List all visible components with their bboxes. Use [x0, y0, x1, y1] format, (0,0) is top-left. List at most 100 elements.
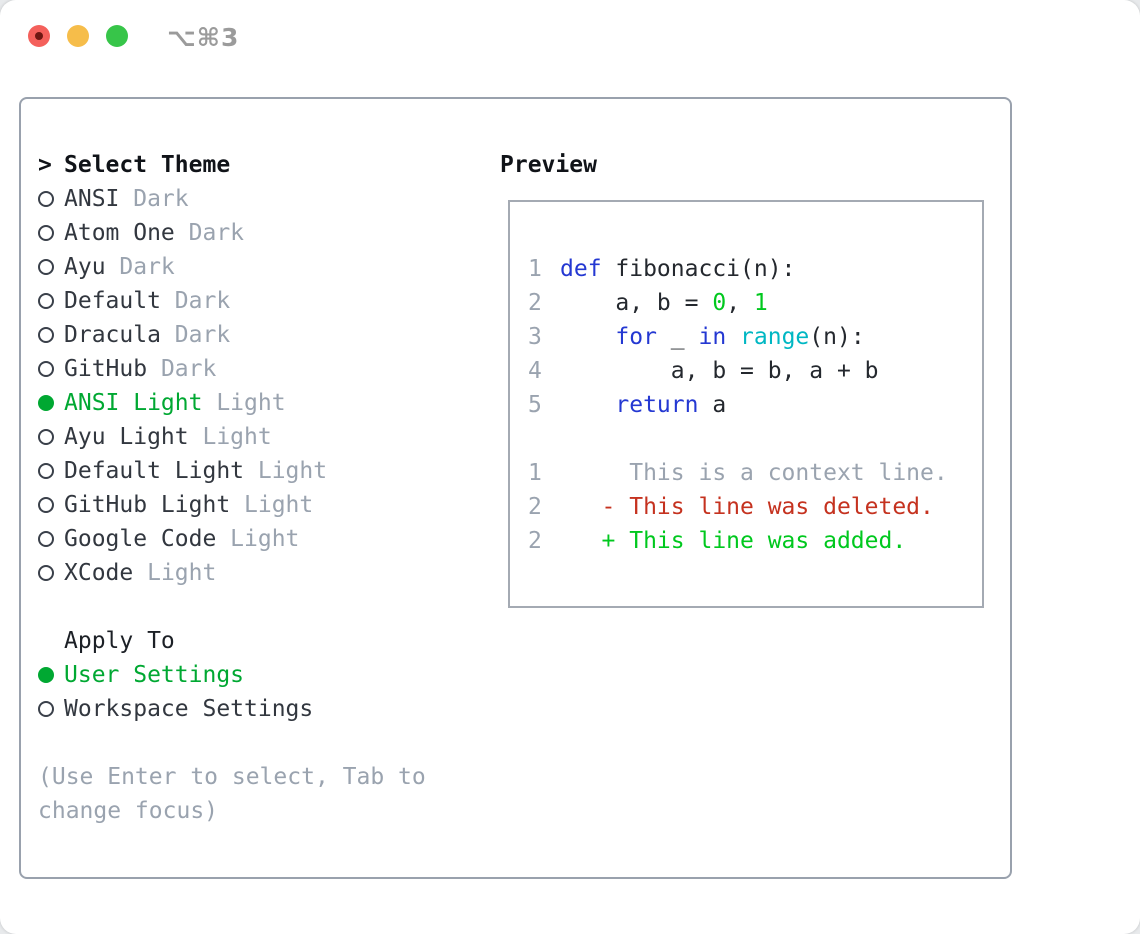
- variant-tag: Light: [230, 526, 300, 552]
- zoom-button[interactable]: [106, 25, 128, 47]
- code-token: def: [560, 256, 602, 282]
- option-label: Ayu: [64, 254, 106, 280]
- option-label: Google Code: [64, 526, 217, 552]
- code-token: 1: [753, 290, 768, 316]
- preview-line: 2 - This line was deleted.: [528, 490, 982, 524]
- theme-option-github-light[interactable]: GitHub Light Light: [38, 488, 498, 522]
- variant-tag: Light: [257, 458, 328, 484]
- option-label: Workspace Settings: [64, 696, 314, 722]
- line-number: 1: [528, 460, 542, 486]
- radio-icon: [38, 701, 54, 717]
- help-text: (Use Enter to select, Tab to change focu…: [38, 760, 498, 828]
- code-token: a, b = b, a + b: [560, 358, 879, 384]
- preview-line: 1 This is a context line.: [528, 456, 982, 490]
- theme-option-ayu[interactable]: Ayu Dark: [38, 250, 498, 284]
- variant-tag: Dark: [174, 322, 231, 348]
- code-token: a, b =: [560, 290, 713, 316]
- preview-line: 4 a, b = b, a + b: [528, 354, 982, 388]
- theme-option-xcode[interactable]: XCode Light: [38, 556, 498, 590]
- option-label: Default Light: [64, 458, 245, 484]
- line-number: 2: [528, 528, 542, 554]
- radio-icon: [38, 293, 54, 309]
- option-label: GitHub: [64, 356, 148, 382]
- preview-line: 2 a, b = 0, 1: [528, 286, 982, 320]
- radio-icon: [38, 497, 54, 513]
- variant-tag: Dark: [119, 254, 175, 280]
- titlebar: ⌥⌘3: [0, 0, 1140, 72]
- preview-line: 3 for _ in range(n):: [528, 320, 982, 354]
- radio-icon: [38, 327, 54, 343]
- preview-line: 5 return a: [528, 388, 982, 422]
- code-token: fibonacci(n):: [601, 256, 796, 282]
- code-token: (n):: [809, 324, 865, 350]
- code-token: This is a context line.: [560, 460, 948, 486]
- variant-tag: Dark: [174, 288, 231, 314]
- spacer: [38, 726, 498, 760]
- help-text-line: change focus): [38, 798, 219, 824]
- radio-icon: [38, 429, 54, 445]
- radio-icon: [38, 225, 54, 241]
- line-number: 3: [528, 324, 542, 350]
- theme-option-default[interactable]: Default Dark: [38, 284, 498, 318]
- select-theme-header: > Select Theme: [38, 148, 498, 182]
- code-token: - This line was deleted.: [560, 494, 934, 520]
- radio-icon: [38, 565, 54, 581]
- code-token: + This line was added.: [560, 528, 907, 554]
- line-number: 2: [528, 290, 542, 316]
- option-label: XCode: [64, 560, 134, 586]
- apply-to-header: Apply To: [38, 624, 498, 658]
- code-token: 0: [712, 290, 727, 316]
- code-token: [726, 324, 740, 350]
- record-dot-icon: [35, 32, 43, 40]
- variant-tag: Light: [244, 492, 314, 518]
- code-token: return: [615, 392, 699, 418]
- radio-icon: [38, 259, 54, 275]
- option-label: Default: [64, 288, 161, 314]
- theme-option-atom-one[interactable]: Atom One Dark: [38, 216, 498, 250]
- apply-option-workspace-settings[interactable]: Workspace Settings: [38, 692, 498, 726]
- minimize-button[interactable]: [67, 25, 89, 47]
- line-number: 4: [528, 358, 542, 384]
- code-token: for: [615, 324, 657, 350]
- theme-option-google-code[interactable]: Google Code Light: [38, 522, 498, 556]
- option-label: GitHub Light: [64, 492, 231, 518]
- help-text-line: (Use Enter to select, Tab to: [38, 764, 426, 790]
- theme-option-ansi-light[interactable]: ANSI Light Light: [38, 386, 498, 420]
- radio-icon: [38, 361, 54, 377]
- apply-option-user-settings[interactable]: User Settings: [38, 658, 498, 692]
- radio-selected-icon: [38, 395, 54, 411]
- apply-to-title: Apply To: [64, 628, 175, 654]
- theme-option-default-light[interactable]: Default Light Light: [38, 454, 498, 488]
- code-token: ,: [726, 290, 754, 316]
- option-label: ANSI Light: [64, 390, 203, 416]
- preview-line: [528, 422, 982, 456]
- variant-tag: Light: [216, 390, 286, 416]
- variant-tag: Light: [147, 560, 217, 586]
- theme-option-github[interactable]: GitHub Dark: [38, 352, 498, 386]
- select-theme-title: Select Theme: [64, 152, 231, 178]
- line-number: 5: [528, 392, 542, 418]
- radio-selected-icon: [38, 667, 54, 683]
- close-button[interactable]: [28, 25, 50, 47]
- variant-tag: Dark: [188, 220, 245, 246]
- variant-tag: Dark: [160, 356, 217, 382]
- cursor-icon: >: [38, 152, 52, 178]
- option-label: Dracula: [64, 322, 161, 348]
- option-label: User Settings: [64, 662, 245, 688]
- theme-option-dracula[interactable]: Dracula Dark: [38, 318, 498, 352]
- radio-icon: [38, 191, 54, 207]
- code-token: [560, 324, 615, 350]
- radio-icon: [38, 531, 54, 547]
- preview-line: 2 + This line was added.: [528, 524, 982, 558]
- line-number: 2: [528, 494, 542, 520]
- option-label: Atom One: [64, 220, 175, 246]
- option-label: ANSI: [64, 186, 120, 212]
- spacer: [38, 590, 498, 624]
- code-token: a: [698, 392, 727, 418]
